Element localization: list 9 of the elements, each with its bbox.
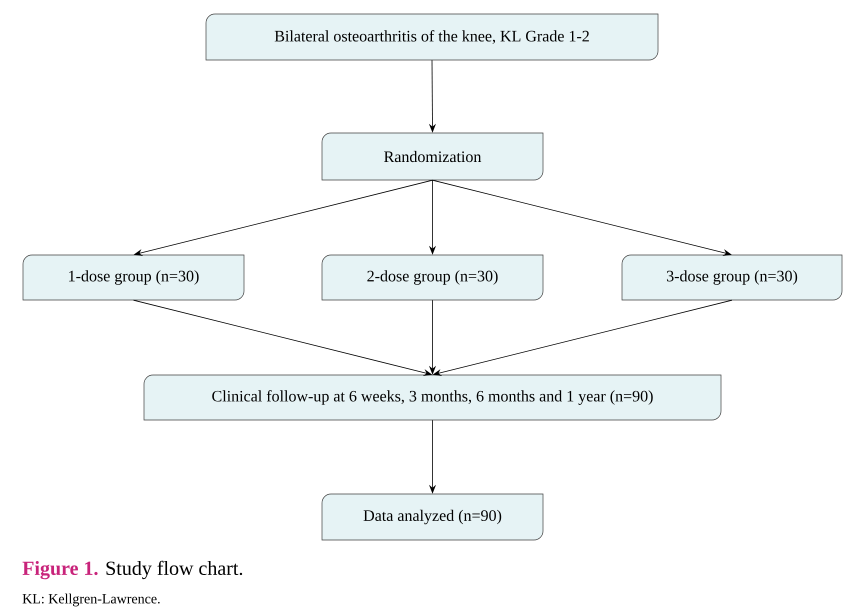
process-box: Bilateral osteoarthritis of the knee, KL Grade 1-2 bbox=[206, 14, 658, 60]
footnote: KL: Kellgren-Lawrence. bbox=[22, 594, 160, 606]
figure-caption: Figure 1. Study flow chart. bbox=[22, 560, 242, 580]
process-box: 3-dose group (n=30) bbox=[622, 254, 842, 300]
process-box: 1-dose group (n=30) bbox=[22, 254, 244, 300]
process-box: Clinical follow-up at 6 weeks, 3 months, 6 months and 1 year (n=90) bbox=[144, 374, 722, 420]
process-box: Data analyzed (n=90) bbox=[322, 494, 544, 540]
process-box: 2-dose group (n=30) bbox=[322, 254, 544, 300]
process-box: Randomization bbox=[322, 132, 544, 180]
